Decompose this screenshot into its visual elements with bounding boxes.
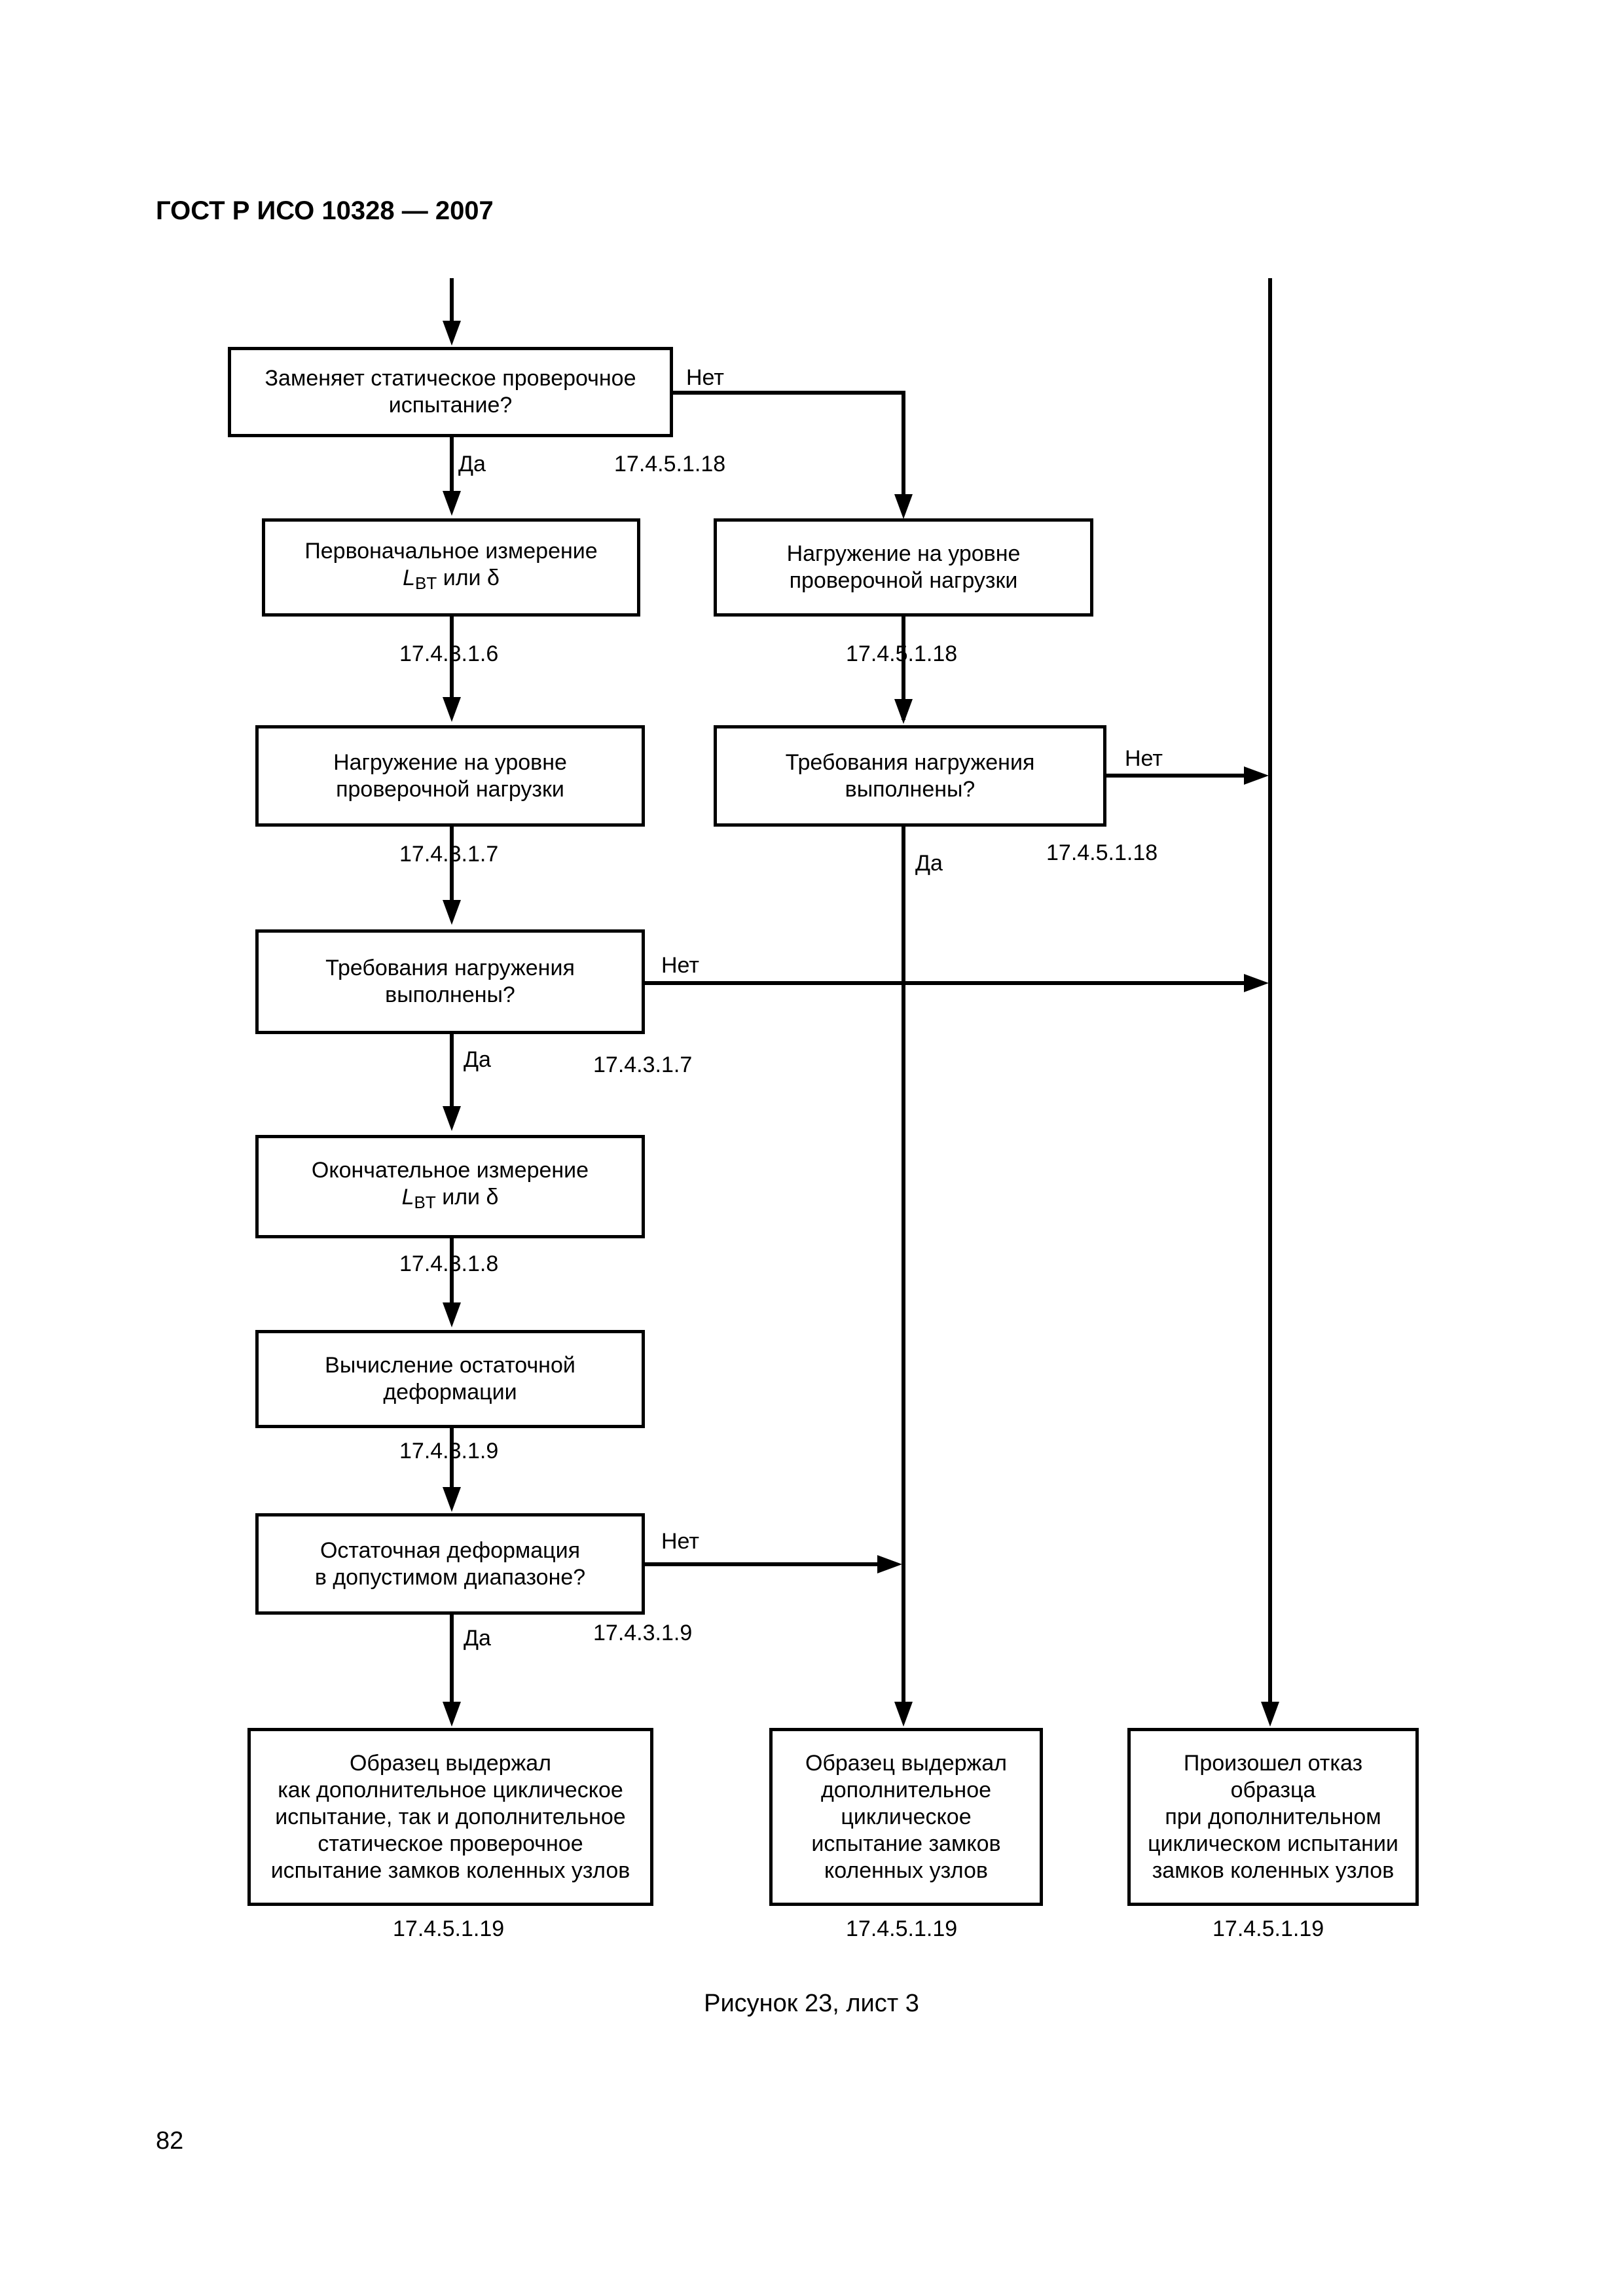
ref-17-4-5-1-18-top: 17.4.5.1.18 [614,452,726,476]
ref-17-4-3-1-9-b: 17.4.3.1.9 [593,1621,693,1645]
arrow-b1-no [671,391,905,514]
label-no-b9: Нет [661,1529,699,1554]
ref-17-4-5-1-19-mid: 17.4.5.1.19 [846,1916,958,1941]
ref-17-4-5-1-18-right: 17.4.5.1.18 [1046,840,1158,865]
process-residual-deformation: Вычисление остаточной деформации [255,1330,645,1428]
result-passed-cyclic: Образец выдержал дополнительное цикличес… [769,1728,1043,1906]
label-no-b5: Нет [661,953,699,978]
ref-17-4-3-1-8: 17.4.3.1.8 [399,1251,499,1276]
decision-deformation-range: Остаточная деформация в допустимом диапа… [255,1513,645,1615]
label-yes-b1: Да [458,452,486,476]
ref-17-4-3-1-7-a: 17.4.3.1.7 [399,842,499,867]
arrowhead-entry [443,321,461,346]
process-proof-load-right: Нагружение на уровне проверочной нагрузк… [714,518,1093,617]
figure-caption: Рисунок 23, лист 3 [704,1990,919,2017]
decision-load-requirements-left: Требования нагружения выполнены? [255,929,645,1034]
process-initial-measurement: Первоначальное измерение LBT или δ [262,518,640,617]
result-failure: Произошел отказ образца при дополнительн… [1127,1728,1419,1906]
ref-17-4-5-1-19-left: 17.4.5.1.19 [393,1916,505,1941]
decision-replaces-static-test: Заменяет статическое проверочное испытан… [228,347,673,437]
document-header: ГОСТ Р ИСО 10328 — 2007 [156,196,494,225]
ref-17-4-5-1-18-mid: 17.4.5.1.18 [846,641,958,666]
result-passed-both: Образец выдержал как дополнительное цикл… [247,1728,653,1906]
label-yes-b9: Да [464,1626,491,1651]
decision-load-requirements-right: Требования нагружения выполнены? [714,725,1106,827]
label-no-b1: Нет [686,365,724,390]
ref-17-4-3-1-9-a: 17.4.3.1.9 [399,1439,499,1463]
label-no-b6: Нет [1125,746,1163,771]
ref-17-4-3-1-6: 17.4.3.1.6 [399,641,499,666]
page-number: 82 [156,2127,184,2155]
label-yes-b6: Да [915,851,943,876]
ref-17-4-3-1-7-b: 17.4.3.1.7 [593,1052,693,1077]
process-proof-load-left: Нагружение на уровне проверочной нагрузк… [255,725,645,827]
label-yes-b5: Да [464,1047,491,1072]
ref-17-4-5-1-19-right: 17.4.5.1.19 [1213,1916,1324,1941]
process-final-measurement: Окончательное измерение LBT или δ [255,1135,645,1238]
